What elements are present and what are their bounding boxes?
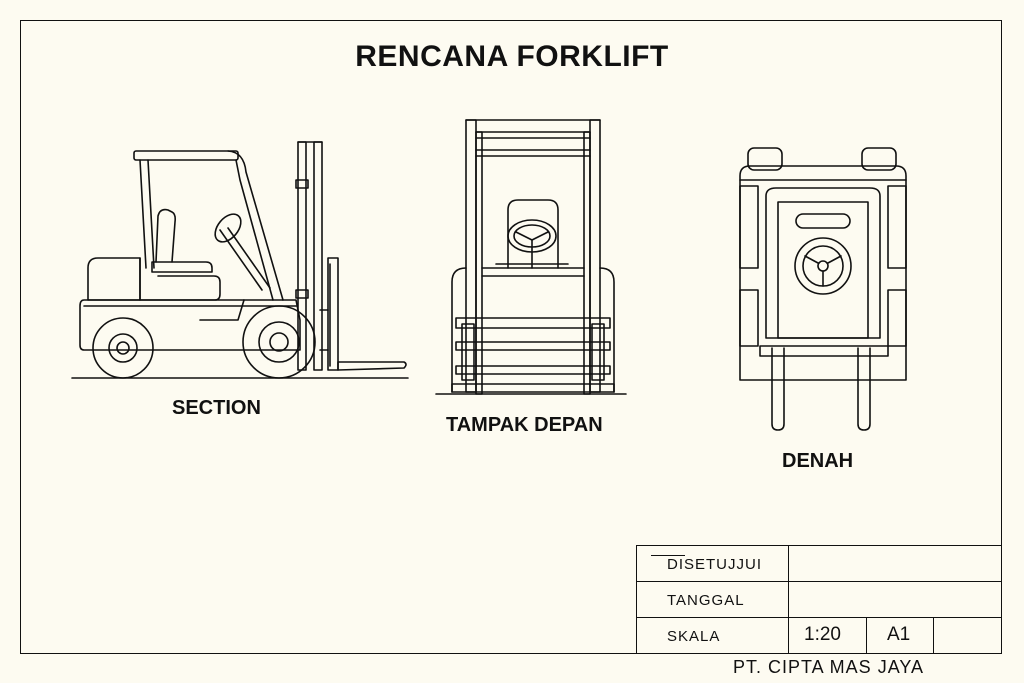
plan-view-drawing [739,147,907,431]
title-block-divider [933,618,934,653]
title-block-row-date: TANGGAL [637,582,1001,618]
title-block-divider [866,618,867,653]
front-view-label: TAMPAK DEPAN [446,414,603,436]
title-block-row-approved: DISETUJJUI [637,546,1001,582]
title-block-divider [788,546,789,653]
section-view-drawing [71,141,409,379]
section-view-label: SECTION [172,397,261,419]
drawing-title: RENCANA FORKLIFT [355,40,669,73]
drawing-frame [20,20,1002,654]
sheet-size-value: A1 [887,624,911,645]
title-block-row-scale: SKALA 1:20 A1 [637,618,1001,654]
plan-view-label: DENAH [782,450,854,472]
title-block: DISETUJJUI TANGGAL SKALA 1:20 A1 [636,545,1002,654]
company-name: PT. CIPTA MAS JAYA [733,657,925,677]
scale-value: 1:20 [804,624,841,645]
approved-label: DISETUJJUI [667,556,763,573]
overline-mark [651,555,685,556]
date-label: TANGGAL [667,592,745,609]
scale-label: SKALA [667,628,721,645]
front-view-drawing [435,119,627,395]
